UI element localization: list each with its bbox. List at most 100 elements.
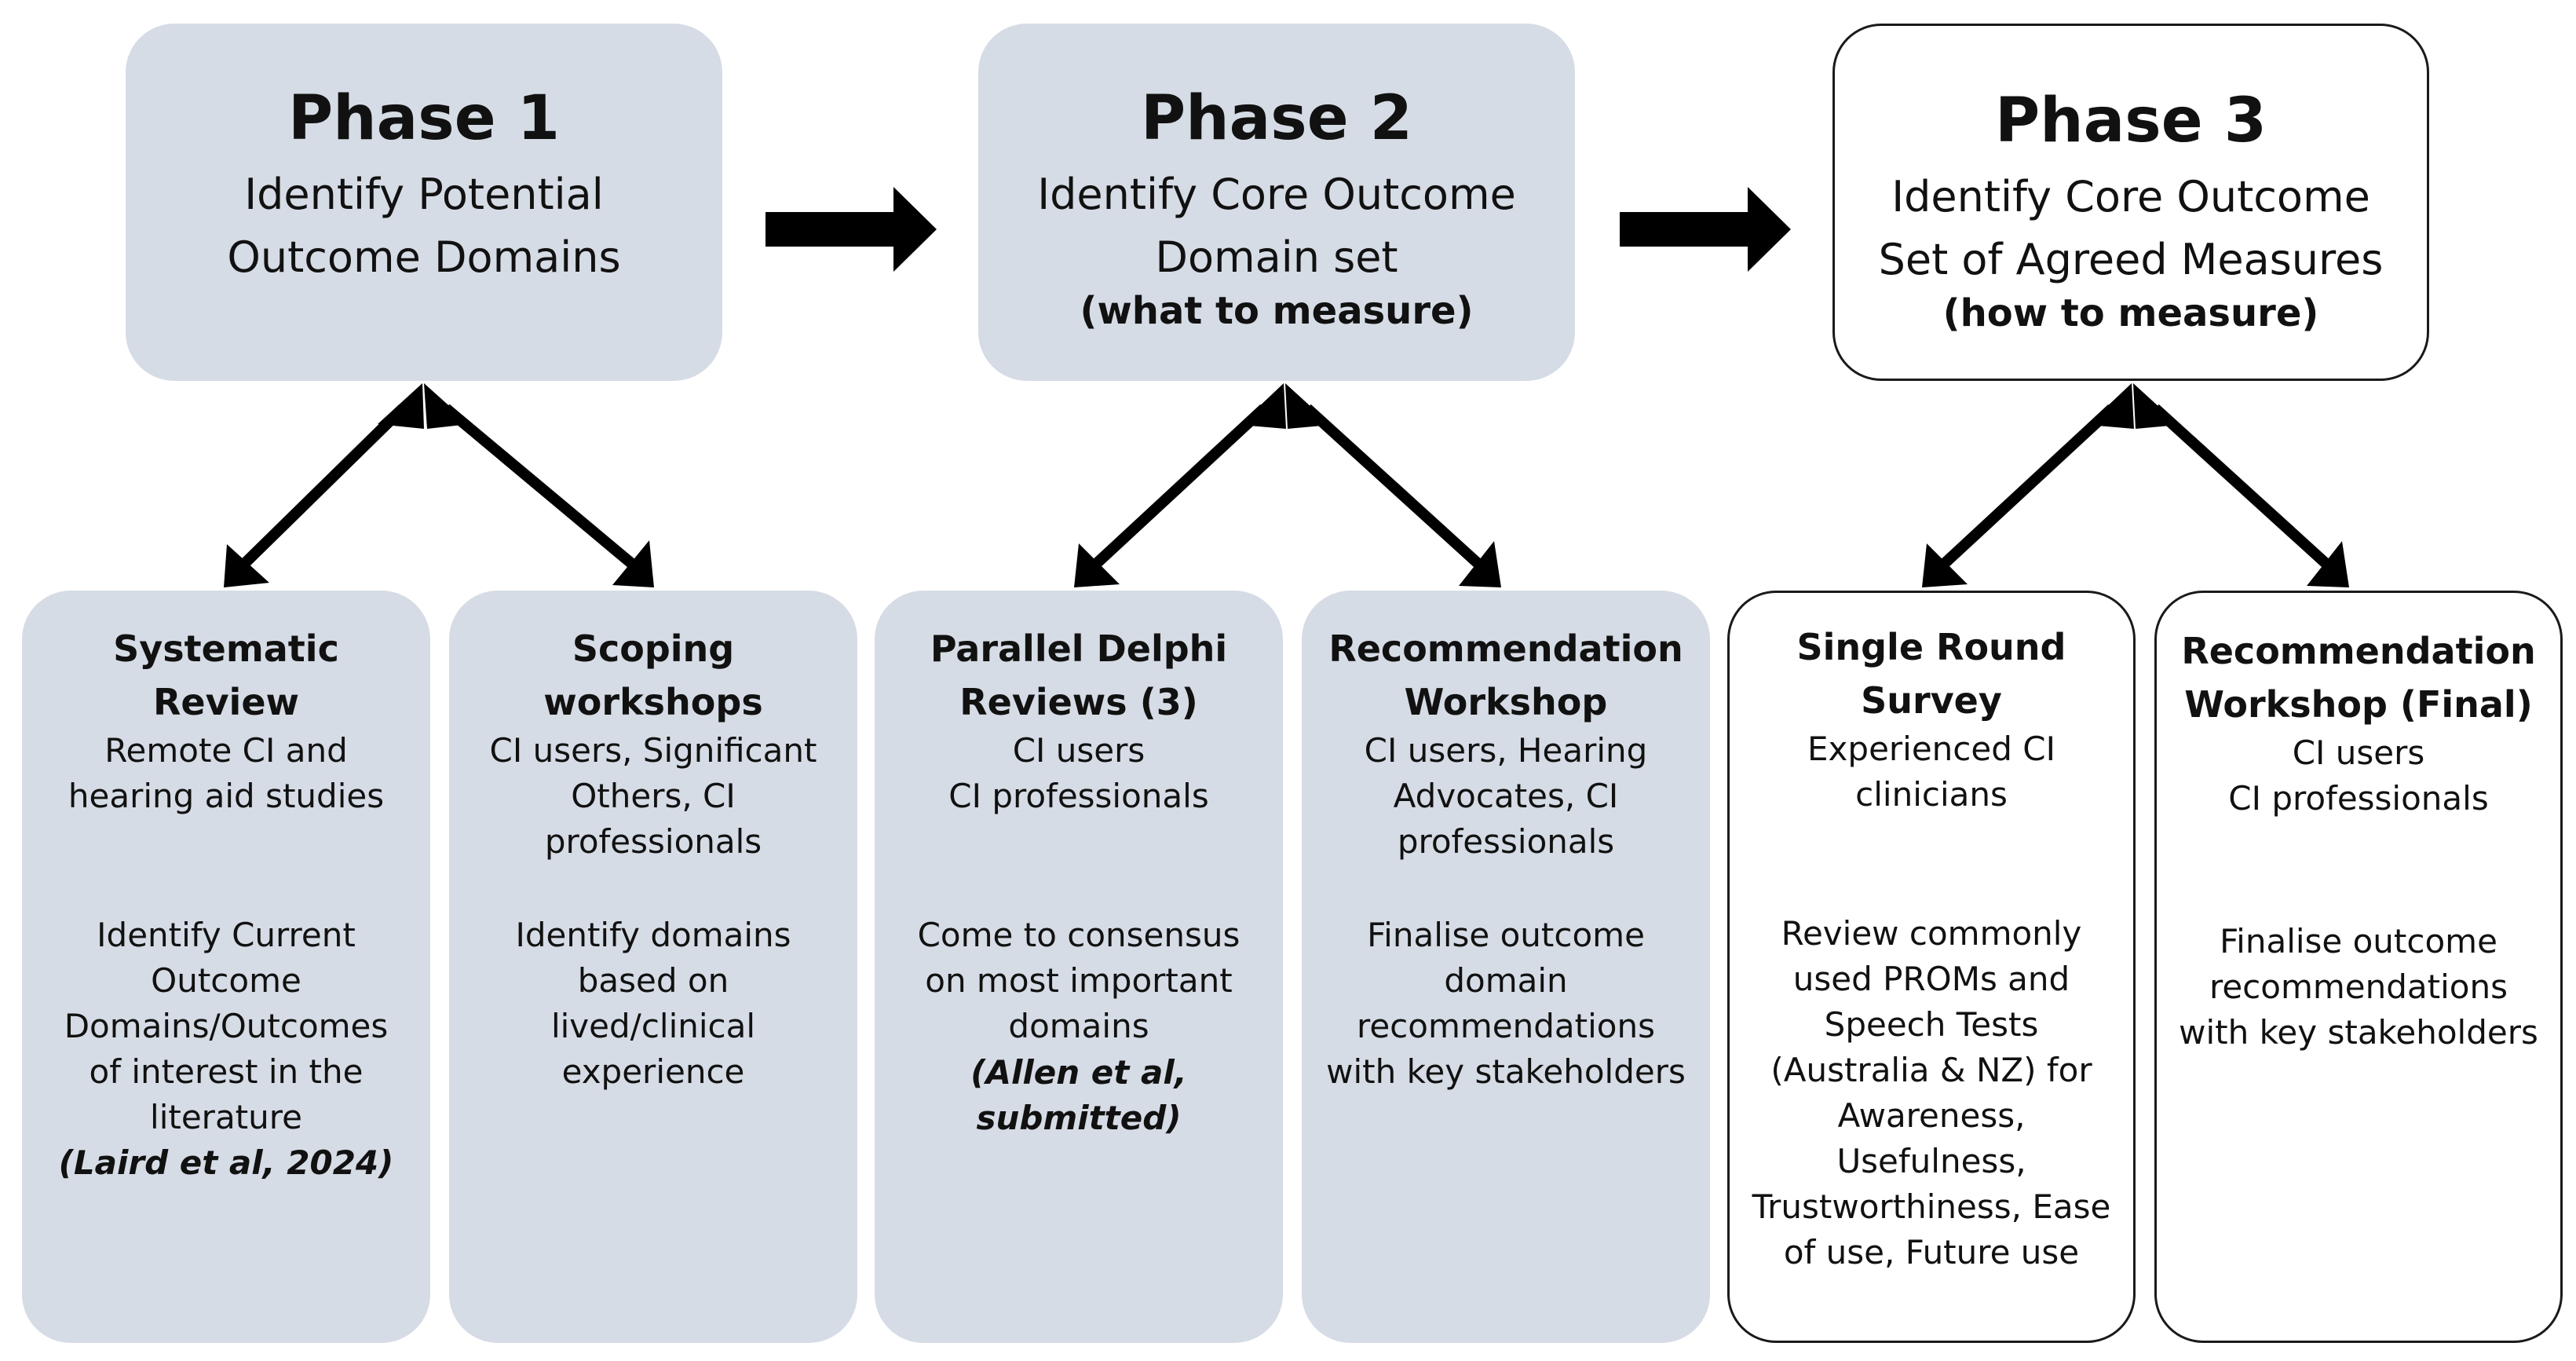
activity-title-line: Recommendation — [1328, 627, 1683, 670]
phase-3-description: Identify Core Outcome Set of Agreed Meas… — [1866, 166, 2395, 291]
activity-purpose-line: Awareness, — [1837, 1096, 2026, 1135]
activity-purpose-line: Review commonly — [1781, 914, 2082, 953]
activity-title-line: Workshop (Final) — [2184, 683, 2533, 726]
activity-purpose-line: literature — [150, 1098, 302, 1136]
activity-purpose: Identify Current Outcome Domains/Outcome… — [38, 913, 415, 1140]
activity-purpose-line: of use, Future use — [1783, 1233, 2080, 1271]
activity-participants: CI users CI professionals — [890, 728, 1267, 819]
activity-purpose-line: with key stakeholders — [2179, 1013, 2538, 1052]
activity-purpose-line: domains — [1008, 1007, 1149, 1045]
activity-parallel-delphi-reviews: Parallel Delphi Reviews (3) CI users CI … — [875, 591, 1283, 1343]
activity-citation-line: (Allen et al, — [970, 1053, 1187, 1092]
activity-recommendation-workshop-final: Recommendation Workshop (Final) CI users… — [2154, 591, 2563, 1343]
activity-purpose-line: Domains/Outcomes — [64, 1007, 389, 1045]
activity-citation-line: (Laird et al, 2024) — [58, 1143, 394, 1182]
activity-participants-line: professionals — [544, 822, 762, 861]
double-arrow-phase1-scoping-workshops — [424, 383, 654, 587]
activity-participants-line: CI professionals — [948, 777, 1209, 815]
phase-3-description-line: Set of Agreed Measures — [1878, 235, 2384, 284]
phase-1-description-line: Outcome Domains — [227, 232, 621, 282]
activity-participants: CI users CI professionals — [2172, 730, 2545, 821]
activity-title-line: Workshop — [1404, 681, 1608, 723]
activity-purpose-line: on most important — [925, 961, 1233, 1000]
activity-title: Recommendation Workshop — [1317, 622, 1694, 729]
activity-title-line: Scoping — [572, 627, 735, 670]
activity-purpose-line: experience — [561, 1052, 745, 1091]
double-arrow-phase3-single-round-survey — [1922, 383, 2134, 587]
phase-3-box: Phase 3 Identify Core Outcome Set of Agr… — [1832, 24, 2429, 381]
activity-title-line: workshops — [543, 681, 763, 723]
activity-title: Recommendation Workshop (Final) — [2172, 624, 2545, 731]
phase-1-to-2-arrow — [765, 187, 937, 272]
activity-participants-line: Advocates, CI — [1393, 777, 1619, 815]
activity-purpose-line: based on — [577, 961, 729, 1000]
phase-2-measure-note: (what to measure) — [1080, 289, 1474, 333]
activity-title-line: Systematic Review — [113, 627, 339, 723]
activity-single-round-survey: Single Round Survey Experienced CI clini… — [1727, 591, 2136, 1343]
double-arrow-phase3-recommendation-workshop-final — [2133, 383, 2349, 587]
phase-1-description-line: Identify Potential — [244, 170, 604, 219]
double-arrow-phase2-delphi-reviews — [1074, 383, 1286, 587]
activity-purpose-line: (Australia & NZ) for — [1770, 1051, 2092, 1089]
activity-participants-line: CI professionals — [2228, 779, 2489, 818]
double-arrow-phase1-systematic-review — [224, 383, 424, 587]
activity-title: Single Round Survey — [1745, 620, 2117, 727]
activity-participants-line: CI users, Significant — [489, 731, 817, 770]
activity-purpose: Come to consensus on most important doma… — [890, 913, 1267, 1049]
phase-1-title: Phase 1 — [287, 83, 561, 154]
activity-title: Scoping workshops — [465, 622, 842, 729]
activity-title-line: Reviews (3) — [959, 681, 1198, 723]
phase-2-title: Phase 2 — [1140, 83, 1413, 154]
activity-participants: CI users, Hearing Advocates, CI professi… — [1317, 728, 1694, 865]
activity-participants-line: professionals — [1397, 822, 1615, 861]
phase-2-box: Phase 2 Identify Core Outcome Domain set… — [978, 24, 1575, 381]
activity-participants-line: CI users — [2292, 734, 2425, 772]
phase-2-to-3-arrow — [1620, 187, 1791, 272]
phase-3-description-line: Identify Core Outcome — [1891, 172, 2370, 221]
phase-1-description: Identify Potential Outcome Domains — [157, 163, 691, 289]
activity-recommendation-workshop: Recommendation Workshop CI users, Hearin… — [1302, 591, 1710, 1343]
activity-citation-line: submitted) — [976, 1099, 1182, 1137]
activity-purpose-line: Identify Current — [97, 916, 356, 954]
activity-title: Parallel Delphi Reviews (3) — [890, 622, 1267, 729]
activity-purpose-line: of interest in the — [89, 1052, 364, 1091]
activity-purpose-line: domain — [1444, 961, 1568, 1000]
activity-citation: (Laird et al, 2024) — [38, 1140, 415, 1186]
phase-1-box: Phase 1 Identify Potential Outcome Domai… — [126, 24, 722, 381]
activity-purpose-line: recommendations — [2209, 968, 2508, 1006]
activity-purpose-line: lived/clinical — [550, 1007, 756, 1045]
activity-participants-line: hearing aid studies — [68, 777, 385, 815]
activity-title-line: Survey — [1861, 679, 2002, 722]
phase-2-description: Identify Core Outcome Domain set — [1010, 163, 1544, 289]
activity-participants: Experienced CI clinicians — [1745, 726, 2117, 818]
activity-participants-line: Experienced CI — [1807, 730, 2055, 768]
double-arrow-phase2-recommendation-workshop — [1285, 383, 1501, 587]
phase-3-title: Phase 3 — [1994, 86, 2267, 156]
activity-purpose-line: Finalise outcome — [2220, 922, 2497, 960]
activity-participants: CI users, Significant Others, CI profess… — [465, 728, 842, 865]
activity-participants-line: Others, CI — [571, 777, 736, 815]
activity-participants-line: CI users, Hearing — [1364, 731, 1648, 770]
activity-title-line: Recommendation — [2181, 630, 2536, 672]
activity-purpose-line: Usefulness, — [1836, 1142, 2026, 1180]
activity-purpose-line: Speech Tests — [1824, 1005, 2039, 1044]
activity-participants-line: Remote CI and — [104, 731, 348, 770]
activity-purpose-line: used PROMs and — [1792, 960, 2070, 998]
activity-title-line: Single Round — [1796, 626, 2066, 668]
activity-title: Systematic Review — [38, 622, 415, 729]
activity-purpose: Finalise outcome recommendations with ke… — [2172, 919, 2545, 1056]
activity-purpose-line: recommendations — [1357, 1007, 1655, 1045]
activity-scoping-workshops: Scoping workshops CI users, Significant … — [449, 591, 857, 1343]
activity-purpose: Identify domains based on lived/clinical… — [465, 913, 842, 1095]
phase-2-description-line: Domain set — [1155, 232, 1398, 282]
activity-purpose-line: Outcome — [151, 961, 301, 1000]
phase-2-description-line: Identify Core Outcome — [1037, 170, 1516, 219]
activity-participants: Remote CI and hearing aid studies — [38, 728, 415, 819]
activity-purpose-line: Trustworthiness, Ease — [1752, 1187, 2111, 1226]
activity-purpose: Review commonly used PROMs and Speech Te… — [1745, 911, 2117, 1275]
activity-purpose-line: Finalise outcome — [1367, 916, 1645, 954]
activity-purpose: Finalise outcome domain recommendations … — [1317, 913, 1694, 1095]
activity-systematic-review: Systematic Review Remote CI and hearing … — [22, 591, 430, 1343]
activity-purpose-line: Identify domains — [515, 916, 791, 954]
activity-title-line: Parallel Delphi — [930, 627, 1228, 670]
